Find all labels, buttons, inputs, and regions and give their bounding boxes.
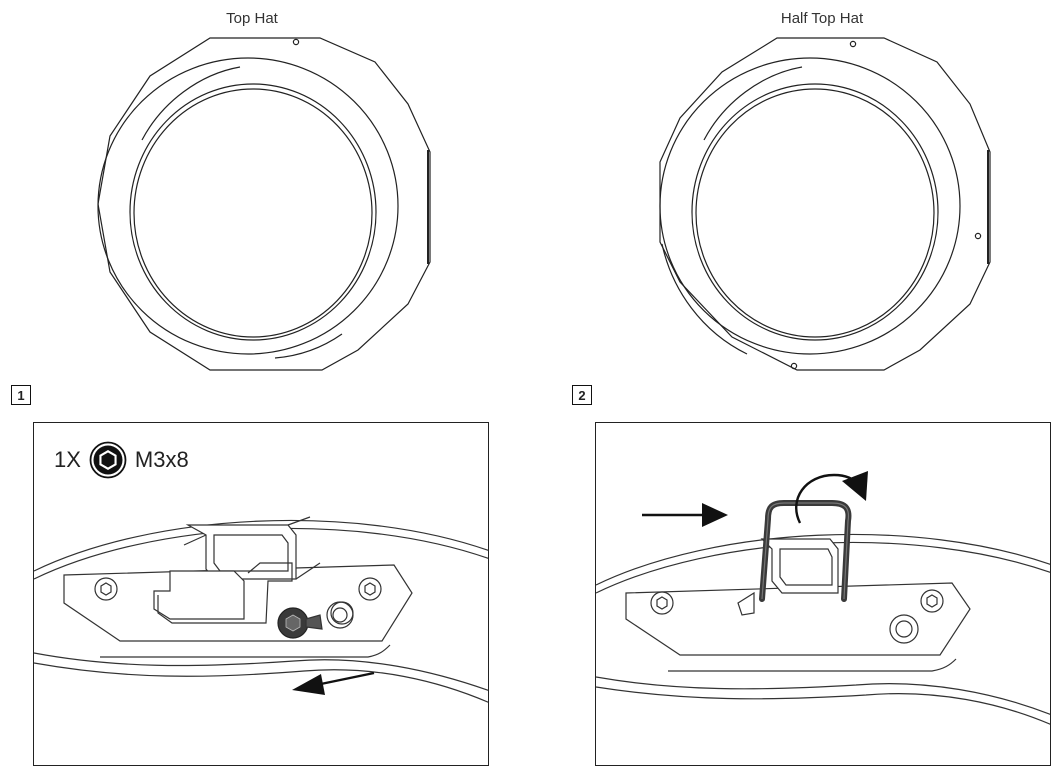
step-2-panel — [595, 422, 1051, 766]
part-label: M3x8 — [134, 447, 189, 472]
top-hat-title: Top Hat — [226, 10, 278, 27]
step-2-badge: 2 — [572, 385, 592, 405]
step-1-panel: 1X M3x8 — [33, 422, 489, 766]
half-top-hat-drawing — [659, 37, 991, 371]
left-screw — [94, 577, 118, 601]
slide-left-arrow — [292, 671, 375, 695]
step-2-illustration — [596, 471, 1050, 725]
step-1-badge: 1 — [11, 385, 31, 405]
top-hat-drawing — [97, 37, 431, 371]
rotate-arrow — [795, 471, 868, 524]
push-right-arrow — [642, 503, 728, 527]
right-screw — [358, 577, 382, 601]
hex-socket-screw-icon — [89, 441, 127, 479]
step-1-illustration — [34, 516, 488, 703]
m3x8-screw — [277, 607, 323, 639]
hardware-callout: 1X M3x8 — [54, 441, 189, 479]
quantity-label: 1X — [54, 447, 81, 472]
half-top-hat-title: Half Top Hat — [780, 10, 864, 27]
